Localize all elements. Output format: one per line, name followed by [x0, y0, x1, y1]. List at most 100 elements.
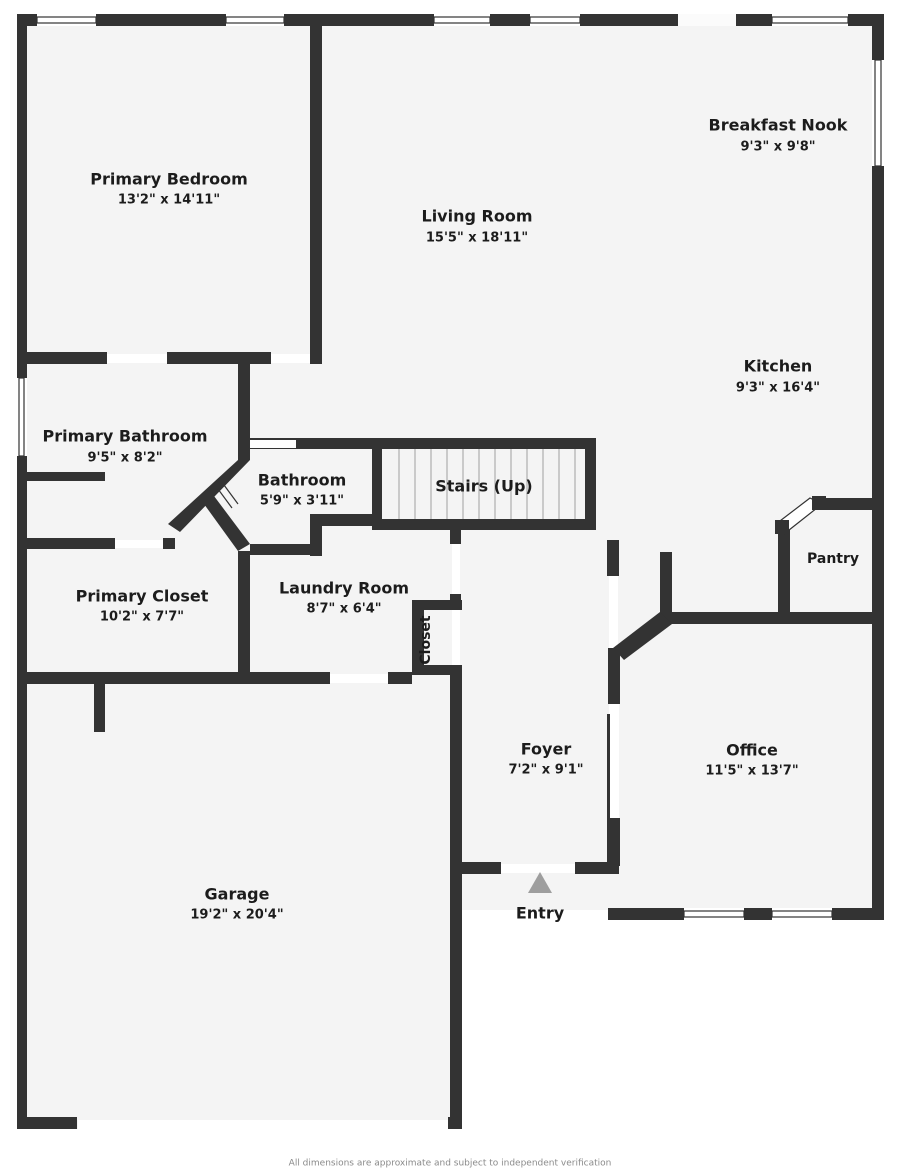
wall-bathroom-bottom [250, 544, 322, 555]
label-pantry-name: Pantry [807, 551, 859, 567]
label-kitchen-name: Kitchen [744, 357, 813, 376]
interior-walls [17, 14, 884, 920]
label-primary-bathroom-dims: 9'5" x 8'2" [87, 451, 162, 466]
window-office-bottom-2 [772, 908, 832, 920]
label-garage-name: Garage [205, 885, 270, 904]
wall-stairs-bottom [372, 519, 596, 530]
wall-stairs-right [585, 438, 596, 530]
door-foyer-office [609, 576, 618, 714]
wall-bedroom-bottom-corner [310, 352, 322, 364]
garage-door-opening [78, 1120, 448, 1129]
floor-living-kitchen [322, 22, 877, 622]
wall-pantry-diag-cap-1 [812, 496, 826, 510]
wall-left-seg-1 [17, 14, 27, 378]
wall-closet-top-2 [412, 600, 462, 610]
left-window [17, 377, 27, 457]
wall-closet-left [412, 600, 424, 675]
door-bedroom-1 [107, 354, 167, 363]
label-primary-bedroom-name: Primary Bedroom [90, 170, 248, 189]
wall-office-left-1 [608, 648, 620, 704]
room-floor-tints [25, 22, 877, 622]
wall-right-seg-2 [872, 166, 884, 674]
label-office-name: Office [726, 741, 778, 760]
label-laundry-room-dims: 8'7" x 6'4" [306, 602, 381, 617]
wall-angled-1 [168, 460, 250, 532]
wall-left-seg-2 [17, 456, 27, 1129]
wall-laundry-bottom-2 [388, 672, 412, 684]
label-closet-name: Closet [418, 615, 434, 665]
wall-garage-stub [94, 684, 105, 732]
wall-bathroom-right [310, 514, 322, 556]
wall-closet-bottom [412, 665, 462, 675]
door-swing-hatch [217, 484, 239, 509]
wall-office-bottom-3 [832, 908, 884, 920]
door-bedroom-2 [271, 354, 310, 363]
wall-pantry-bottom [660, 612, 880, 624]
label-living-room-dims: 15'5" x 18'11" [426, 231, 528, 246]
label-kitchen-dims: 9'3" x 16'4" [736, 381, 820, 396]
wall-garage-bottom-left [17, 1117, 77, 1129]
window-top-1 [37, 14, 96, 26]
wall-top-seg-5 [736, 14, 772, 26]
label-laundry-room-name: Laundry Room [279, 579, 409, 598]
door-hall-1 [452, 544, 460, 594]
wall-office-angled [613, 612, 672, 660]
label-foyer-name: Foyer [521, 740, 572, 759]
label-bathroom-name: Bathroom [258, 471, 347, 490]
label-garage-dims: 19'2" x 20'4" [190, 908, 283, 923]
wall-office-bottom-2 [744, 908, 772, 920]
door-hall-2 [452, 608, 460, 672]
door-primary-bathroom [115, 540, 163, 548]
wall-pantry-left [778, 524, 790, 614]
wall-bedroom-bottom-2 [167, 352, 271, 364]
entry-direction-arrow [528, 872, 552, 893]
window-left-1 [17, 378, 27, 456]
wall-bathroom-bottom-step [310, 514, 372, 526]
wall-primarycloset-right [238, 551, 250, 674]
label-primary-bathroom-name: Primary Bathroom [42, 427, 207, 446]
label-stairs-name: Stairs (Up) [435, 477, 533, 496]
label-office-dims: 11'5" x 13'7" [705, 764, 798, 779]
wall-bedroom-bottom-1 [17, 352, 107, 364]
wall-bathroom-top-2 [296, 438, 372, 449]
opening-top-1 [678, 14, 736, 26]
wall-pantry-diag-cap-2 [775, 520, 789, 534]
label-breakfast-nook-name: Breakfast Nook [709, 116, 848, 135]
wall-stairs-left [372, 438, 382, 530]
wall-office-left-2 [608, 818, 620, 866]
floor-primary-bedroom [25, 22, 315, 357]
label-breakfast-nook-dims: 9'3" x 9'8" [740, 140, 815, 155]
wall-hall-left-bot [450, 672, 461, 702]
footer-disclaimer: All dimensions are approximate and subje… [289, 1159, 612, 1169]
wall-top-seg-4 [580, 14, 678, 26]
label-living-room-name: Living Room [422, 207, 533, 226]
window-top-2 [226, 14, 284, 26]
room-labels: Primary Bedroom 13'2" x 14'11" Living Ro… [42, 116, 859, 923]
office-bottom-windows [683, 908, 833, 920]
wall-primarybath-bottom-2 [163, 538, 175, 549]
wall-primarybath-stub [27, 472, 105, 481]
label-entry-name: Entry [516, 904, 565, 923]
wall-angled-2 [204, 496, 250, 551]
wall-closet-bottom-1 [17, 672, 330, 684]
window-top-3 [434, 14, 490, 26]
top-windows [36, 14, 849, 26]
wall-pantry-top [816, 498, 878, 510]
wall-stairs-top [372, 438, 596, 449]
entry-door-opening [501, 864, 575, 873]
wall-bedroom-right [310, 14, 322, 364]
wall-right-seg-1 [872, 14, 884, 60]
wall-top-seg-1 [96, 14, 226, 26]
stair-treads [398, 449, 576, 519]
wall-primarybath-right-upper [238, 364, 250, 459]
window-office-bottom-1 [684, 908, 744, 920]
window-top-4 [530, 14, 580, 26]
wall-foyer-right-1 [607, 540, 619, 576]
right-window [872, 59, 884, 167]
window-top-5 [772, 14, 848, 26]
wall-right-office [872, 600, 884, 920]
wall-primarybath-bottom-1 [27, 538, 115, 549]
window-office-left [610, 704, 619, 818]
